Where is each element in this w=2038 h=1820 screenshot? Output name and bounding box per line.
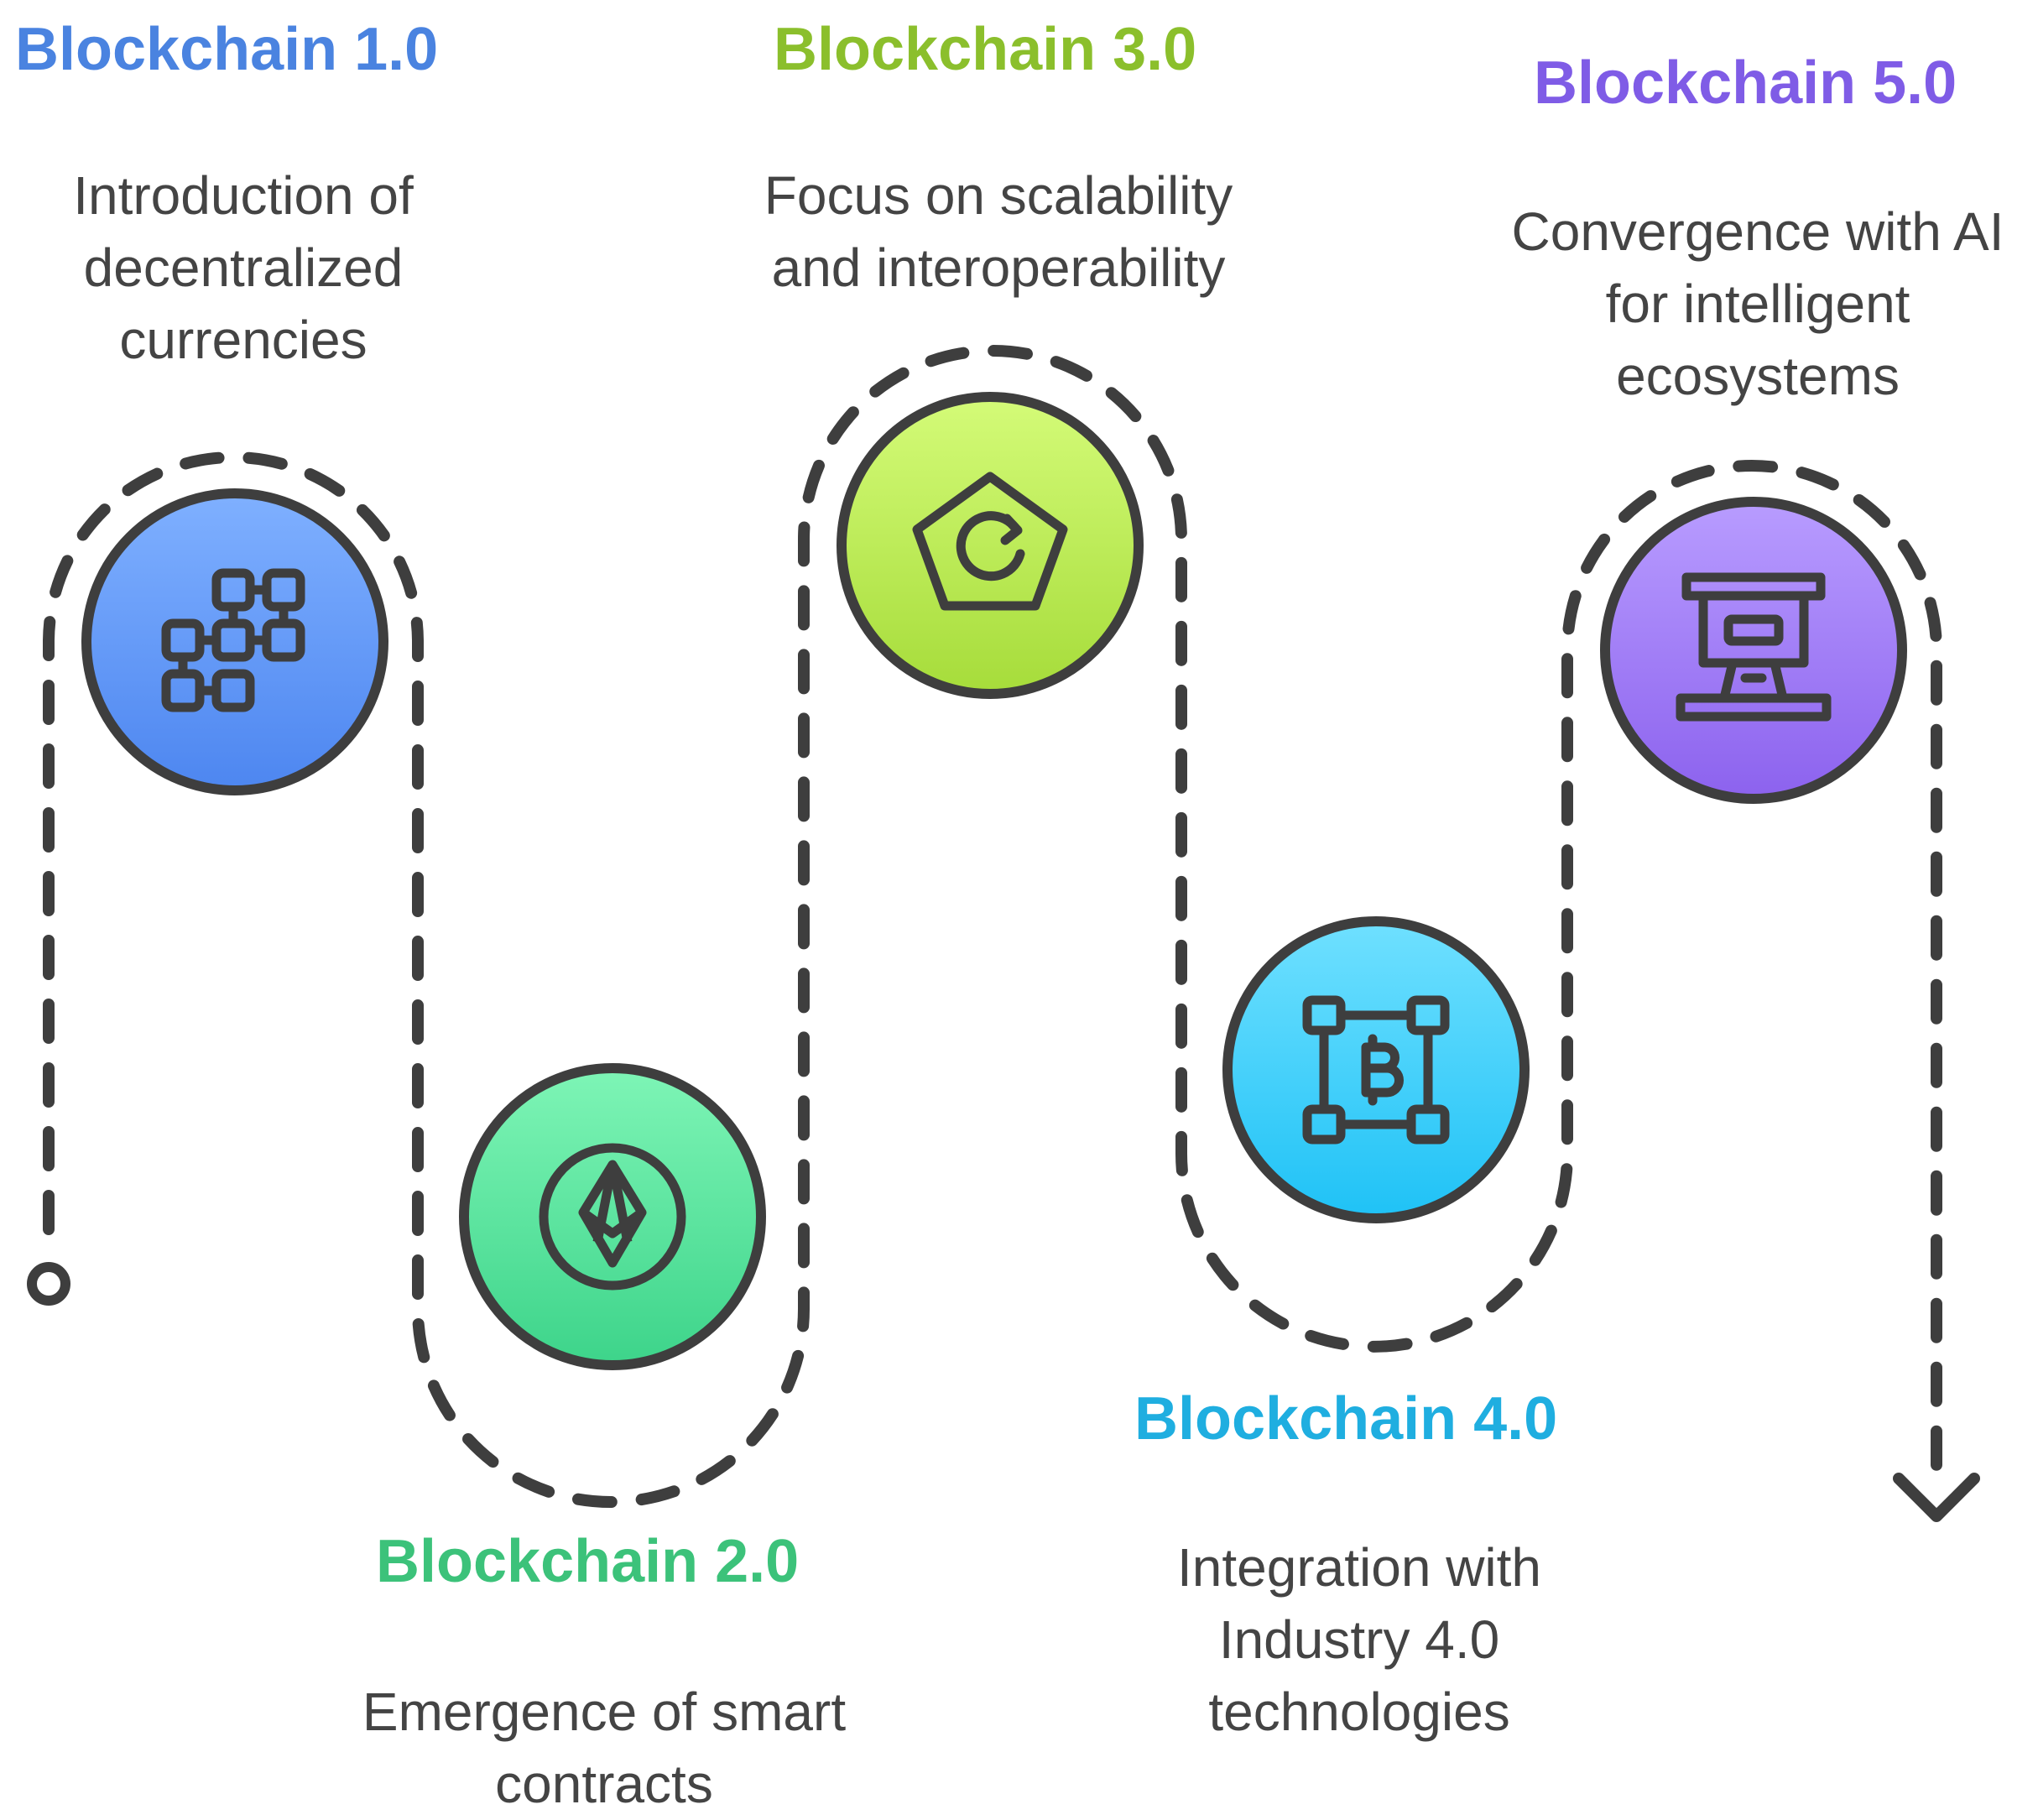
bitcoin-network-icon (1302, 995, 1450, 1145)
stage-4-description-line: Industry 4.0 (1218, 1609, 1500, 1670)
stage-3-title: Blockchain 3.0 (774, 16, 1197, 83)
stage-4-node (1222, 916, 1530, 1223)
path-start-marker (27, 1262, 70, 1306)
pentagon-refresh-icon (912, 472, 1068, 611)
stage-1-description-line: decentralized (83, 237, 404, 298)
stage-4-description: Integration with Industry 4.0 technologi… (1116, 1531, 1603, 1748)
stage-2-description-line: contracts (495, 1754, 713, 1814)
stage-5-description: Convergence with AI for intelligent ecos… (1485, 196, 2030, 412)
stage-2-description: Emergence of smart contracts (327, 1676, 881, 1820)
stage-4-title: Blockchain 4.0 (1134, 1385, 1558, 1452)
eos-crystal-icon (539, 1143, 686, 1291)
stage-5-node (1600, 497, 1907, 804)
stage-1-node (81, 488, 388, 795)
stage-3-description-line: and interoperability (771, 237, 1226, 298)
stage-1-description: Introduction of decentralized currencies (8, 159, 478, 376)
stage-1-description-line: currencies (119, 310, 367, 370)
stage-5-description-line: Convergence with AI (1511, 201, 2004, 262)
stage-4-description-line: Integration with (1176, 1537, 1542, 1598)
timeline-path (43, 345, 1942, 1508)
stage-5-description-line: ecosystems (1616, 346, 1900, 406)
stage-4-description-line: technologies (1208, 1682, 1510, 1742)
path-end-arrow (1893, 1473, 1980, 1522)
stage-1-title: Blockchain 1.0 (15, 16, 439, 83)
stage-1-description-line: Introduction of (73, 165, 414, 226)
server-terminal-icon (1676, 572, 1832, 722)
stage-5-description-line: for intelligent (1605, 274, 1910, 334)
stage-2-title: Blockchain 2.0 (376, 1528, 800, 1595)
stage-2-node (459, 1063, 766, 1370)
blockchain-grid-icon (161, 568, 305, 712)
stage-3-description: Focus on scalability and interoperabilit… (722, 159, 1275, 304)
stage-5-title: Blockchain 5.0 (1534, 50, 1957, 117)
stage-3-description-line: Focus on scalability (764, 165, 1233, 226)
stage-2-description-line: Emergence of smart (362, 1682, 847, 1742)
stage-3-node (837, 392, 1144, 699)
